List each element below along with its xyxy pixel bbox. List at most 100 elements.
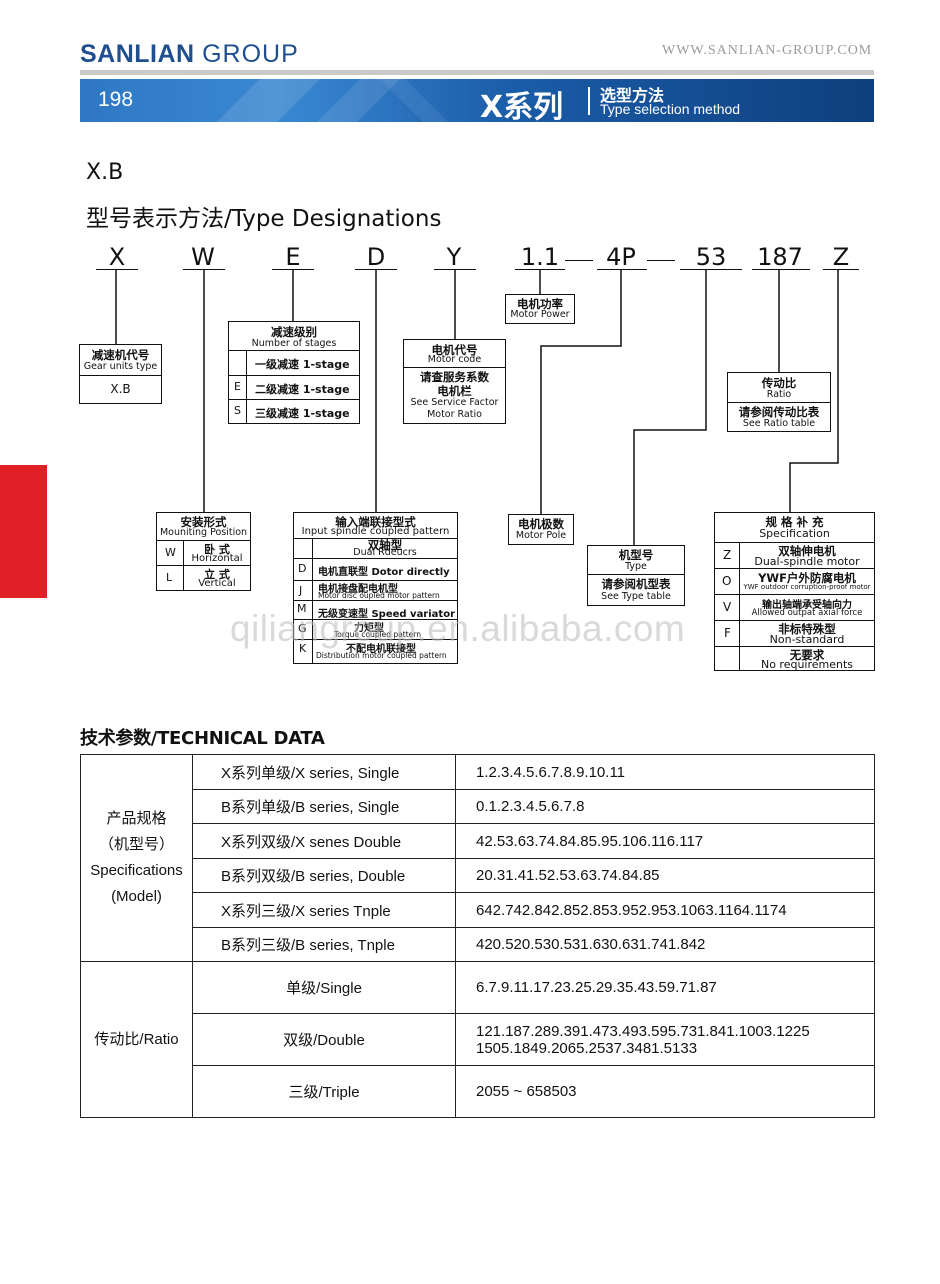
input-code: J [299,584,303,597]
section-title-cn: 选型方法 [600,86,665,105]
designation-heading: 型号表示方法/Type Designations [86,206,442,232]
ratio-group-label: 传动比/Ratio [80,961,193,1118]
table-row: 双级/Double 121.187.289.391.473.493.595.73… [81,1013,875,1066]
motor-power-box: 电机功率 Motor Power [505,294,575,324]
ratio-values-line: 6.7.9.11.17.23.25.29.35.43.59.71.87 [476,979,717,996]
code-underline [272,269,314,270]
mounting-cn-label: 卧 式 [204,543,230,556]
type-cn: 机型号 [618,548,654,562]
code-spec: Z [832,243,850,271]
code-underline [96,269,138,270]
input-code: D [298,562,307,575]
series-models: 42.53.63.74.84.85.95.106.116.117 [455,823,875,859]
series-label: B系列三级/B series, Tnple [192,927,456,962]
model-heading: X.B [86,160,124,185]
input-row-en: Motor disc oupled motor pattern [318,591,440,600]
type-note-en: See Type table [601,591,671,602]
type-note-cn: 请参阅机型表 [601,577,671,591]
spec-row-en: YWF outdoor corruption-proof motor [743,583,871,591]
input-row-en: Dual Rdeucrs [353,547,417,558]
spec-label-line: （机型号） [98,836,174,853]
spec-code: V [723,600,732,614]
gear-type-value: X.B [110,382,131,396]
mounting-cn-label: 立 式 [204,568,230,581]
stage-text: 三级减速 1-stage [255,407,350,420]
input-en: Input spindle coupled pattern [301,526,450,537]
motor-power-cn: 电机功率 [517,297,563,311]
specification-box: 规 格 补 充 Specification Z 双轴伸电机 Dual-spind… [714,512,875,671]
table-row: B系列双级/B series, Double 20.31.41.52.53.63… [81,858,875,893]
mounting-box: 安装形式 Mouniting Position W 卧 式 Horizontal… [156,512,251,591]
series-models: 420.520.530.531.630.631.741.842 [455,927,875,962]
series-label: B系列双级/B series, Double [192,858,456,893]
motor-code-note-en2: Motor Ratio [427,409,482,420]
spec-row-en: Non-standard [769,633,845,646]
stages-cn: 减速级别 [271,325,317,339]
code-underline [597,269,647,270]
code-power: 1.1 [520,243,560,271]
type-box: 机型号 Type 请参阅机型表 See Type table [587,545,685,606]
input-cn: 输入端联接型式 [335,515,416,529]
section-title-en: Type selection method [600,101,741,117]
brand-name: SANLIAN [80,40,195,68]
code-dash [647,260,675,261]
table-row: 产品规格 （机型号） Specifications (Model) X系列单级/… [80,754,875,962]
ratio-values: 121.187.289.391.473.493.595.731.841.1003… [455,1013,875,1066]
code-w: W [191,243,215,271]
spec-row-cn: 非标特殊型 [778,622,836,636]
table-row: X系列三级/X series Tnple 642.742.842.852.853… [81,892,875,928]
mounting-cn: 安装形式 [180,515,227,529]
mounting-en-label: Vertical [198,578,236,589]
code-d: D [366,243,386,271]
mounting-code: W [165,546,176,559]
series-models: 1.2.3.4.5.6.7.8.9.10.11 [455,754,875,790]
spec-code: F [724,626,731,640]
spec-label-line: (Model) [111,888,162,905]
stages-box: 减速级别 Number of stages 一级减速 1-stage E 二级减… [228,321,360,424]
input-code: G [298,622,307,635]
gear-type-en: Gear units type [83,361,158,372]
type-en: Type [625,561,647,572]
tech-data-table: 产品规格 （机型号） Specifications (Model) X系列单级/… [80,754,875,1118]
ratio-note-cn: 请参阅传动比表 [738,405,820,419]
ratio-note-en: See Ratio table [742,418,816,429]
motor-code-note-cn: 请查服务系数 [420,370,489,384]
motor-code-cn: 电机代号 [431,343,478,357]
spec-code: O [722,574,732,588]
stages-en: Number of stages [251,338,337,349]
input-row-cn: 无级变速型 Speed variator [318,609,456,620]
ratio-box: 传动比 Ratio 请参阅传动比表 See Ratio table [727,372,831,432]
ratio-en: Ratio [766,389,792,400]
code-underline [515,269,565,270]
ratio-cn: 传动比 [761,376,797,390]
header-rule [80,70,874,75]
spec-en: Specification [759,527,830,540]
stage-code: S [234,404,241,417]
motor-code-box: 电机代号 Motor code 请查服务系数 电机栏 See Service F… [403,339,506,424]
spec-row-en: Allowed outpat axial force [751,608,863,618]
tech-data-heading: 技术参数/TECHNICAL DATA [80,728,325,749]
code-y: Y [446,243,462,271]
gear-type-cn: 减速机代号 [91,348,150,362]
series-label: B系列单级/B series, Single [192,789,456,824]
spec-label-line: 产品规格 [106,810,167,827]
page-number: 198 [98,88,134,111]
spec-code: Z [723,548,732,562]
input-code: M [297,602,307,615]
code-underline [680,269,742,270]
code-dash [565,260,593,261]
section-banner: 198 X系列 选型方法 Type selection method [80,79,874,122]
stage-text: 二级减速 1-stage [255,383,350,396]
code-underline [355,269,397,270]
ratio-values-line: 2055 ~ 658503 [476,1083,577,1100]
motor-pole-en: Motor Pole [515,530,567,541]
input-row-cn: 力矩型 [354,623,384,634]
series-models: 20.31.41.52.53.63.74.84.85 [455,858,875,893]
side-tab-marker [0,465,47,598]
series-models: 642.742.842.852.853.952.953.1063.1164.11… [455,892,875,928]
website-url: WWW.SANLIAN-GROUP.COM [662,43,873,58]
series-label: X系列双级/X senes Double [192,823,456,859]
ratio-values-line: 121.187.289.391.473.493.595.731.841.1003… [476,1022,810,1040]
ratio-stage-label: 双级/Double [192,1013,456,1066]
spec-row-cn: 输出轴端承受轴向力 [762,600,852,611]
